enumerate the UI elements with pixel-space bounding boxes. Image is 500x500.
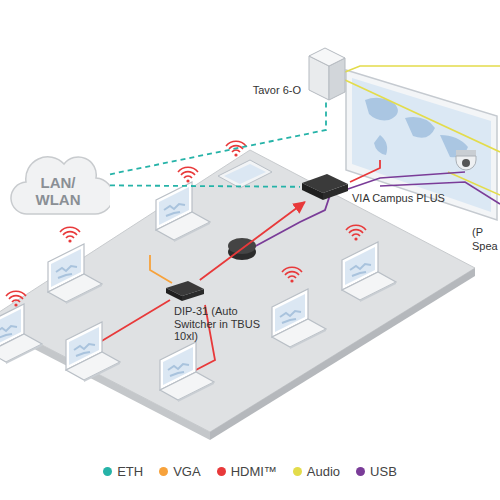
- legend-swatch: [293, 467, 302, 476]
- device-node: Tavor 6-O: [305, 40, 347, 102]
- device-label: Tavor 6-O: [253, 84, 301, 97]
- legend-text: Audio: [307, 464, 340, 479]
- legend-item: ETH: [103, 464, 143, 479]
- device-label: DIP-31 (Auto Switcher in TBUS 10xl): [174, 305, 266, 343]
- legend: ETH VGA HDMI™ Audio USB: [0, 464, 500, 479]
- legend-swatch: [103, 467, 112, 476]
- legend-item: USB: [356, 464, 397, 479]
- legend-item: Audio: [293, 464, 340, 479]
- signal-connector: [110, 102, 326, 174]
- legend-text: VGA: [173, 464, 200, 479]
- device-label: (P: [472, 226, 483, 238]
- legend-text: HDMI™: [231, 464, 277, 479]
- device-shape: [305, 40, 347, 102]
- legend-swatch: [217, 467, 226, 476]
- device-shape: [164, 280, 206, 302]
- legend-swatch: [356, 467, 365, 476]
- device-node: DIP-31 (Auto Switcher in TBUS 10xl): [164, 280, 206, 302]
- device-label: VIA Campus PLUS: [352, 192, 445, 205]
- signal-connector: [200, 202, 305, 280]
- device-node: VIA Campus PLUS: [300, 172, 350, 202]
- device-label: LAN/ WLAN: [36, 174, 81, 209]
- device-label: Spea: [472, 240, 498, 252]
- device-shape: [300, 172, 350, 202]
- legend-item: VGA: [159, 464, 200, 479]
- device-node: LAN/ WLAN: [6, 148, 110, 222]
- legend-swatch: [159, 467, 168, 476]
- legend-item: HDMI™: [217, 464, 277, 479]
- legend-text: ETH: [117, 464, 143, 479]
- legend-text: USB: [370, 464, 397, 479]
- signal-connector: [110, 185, 300, 186]
